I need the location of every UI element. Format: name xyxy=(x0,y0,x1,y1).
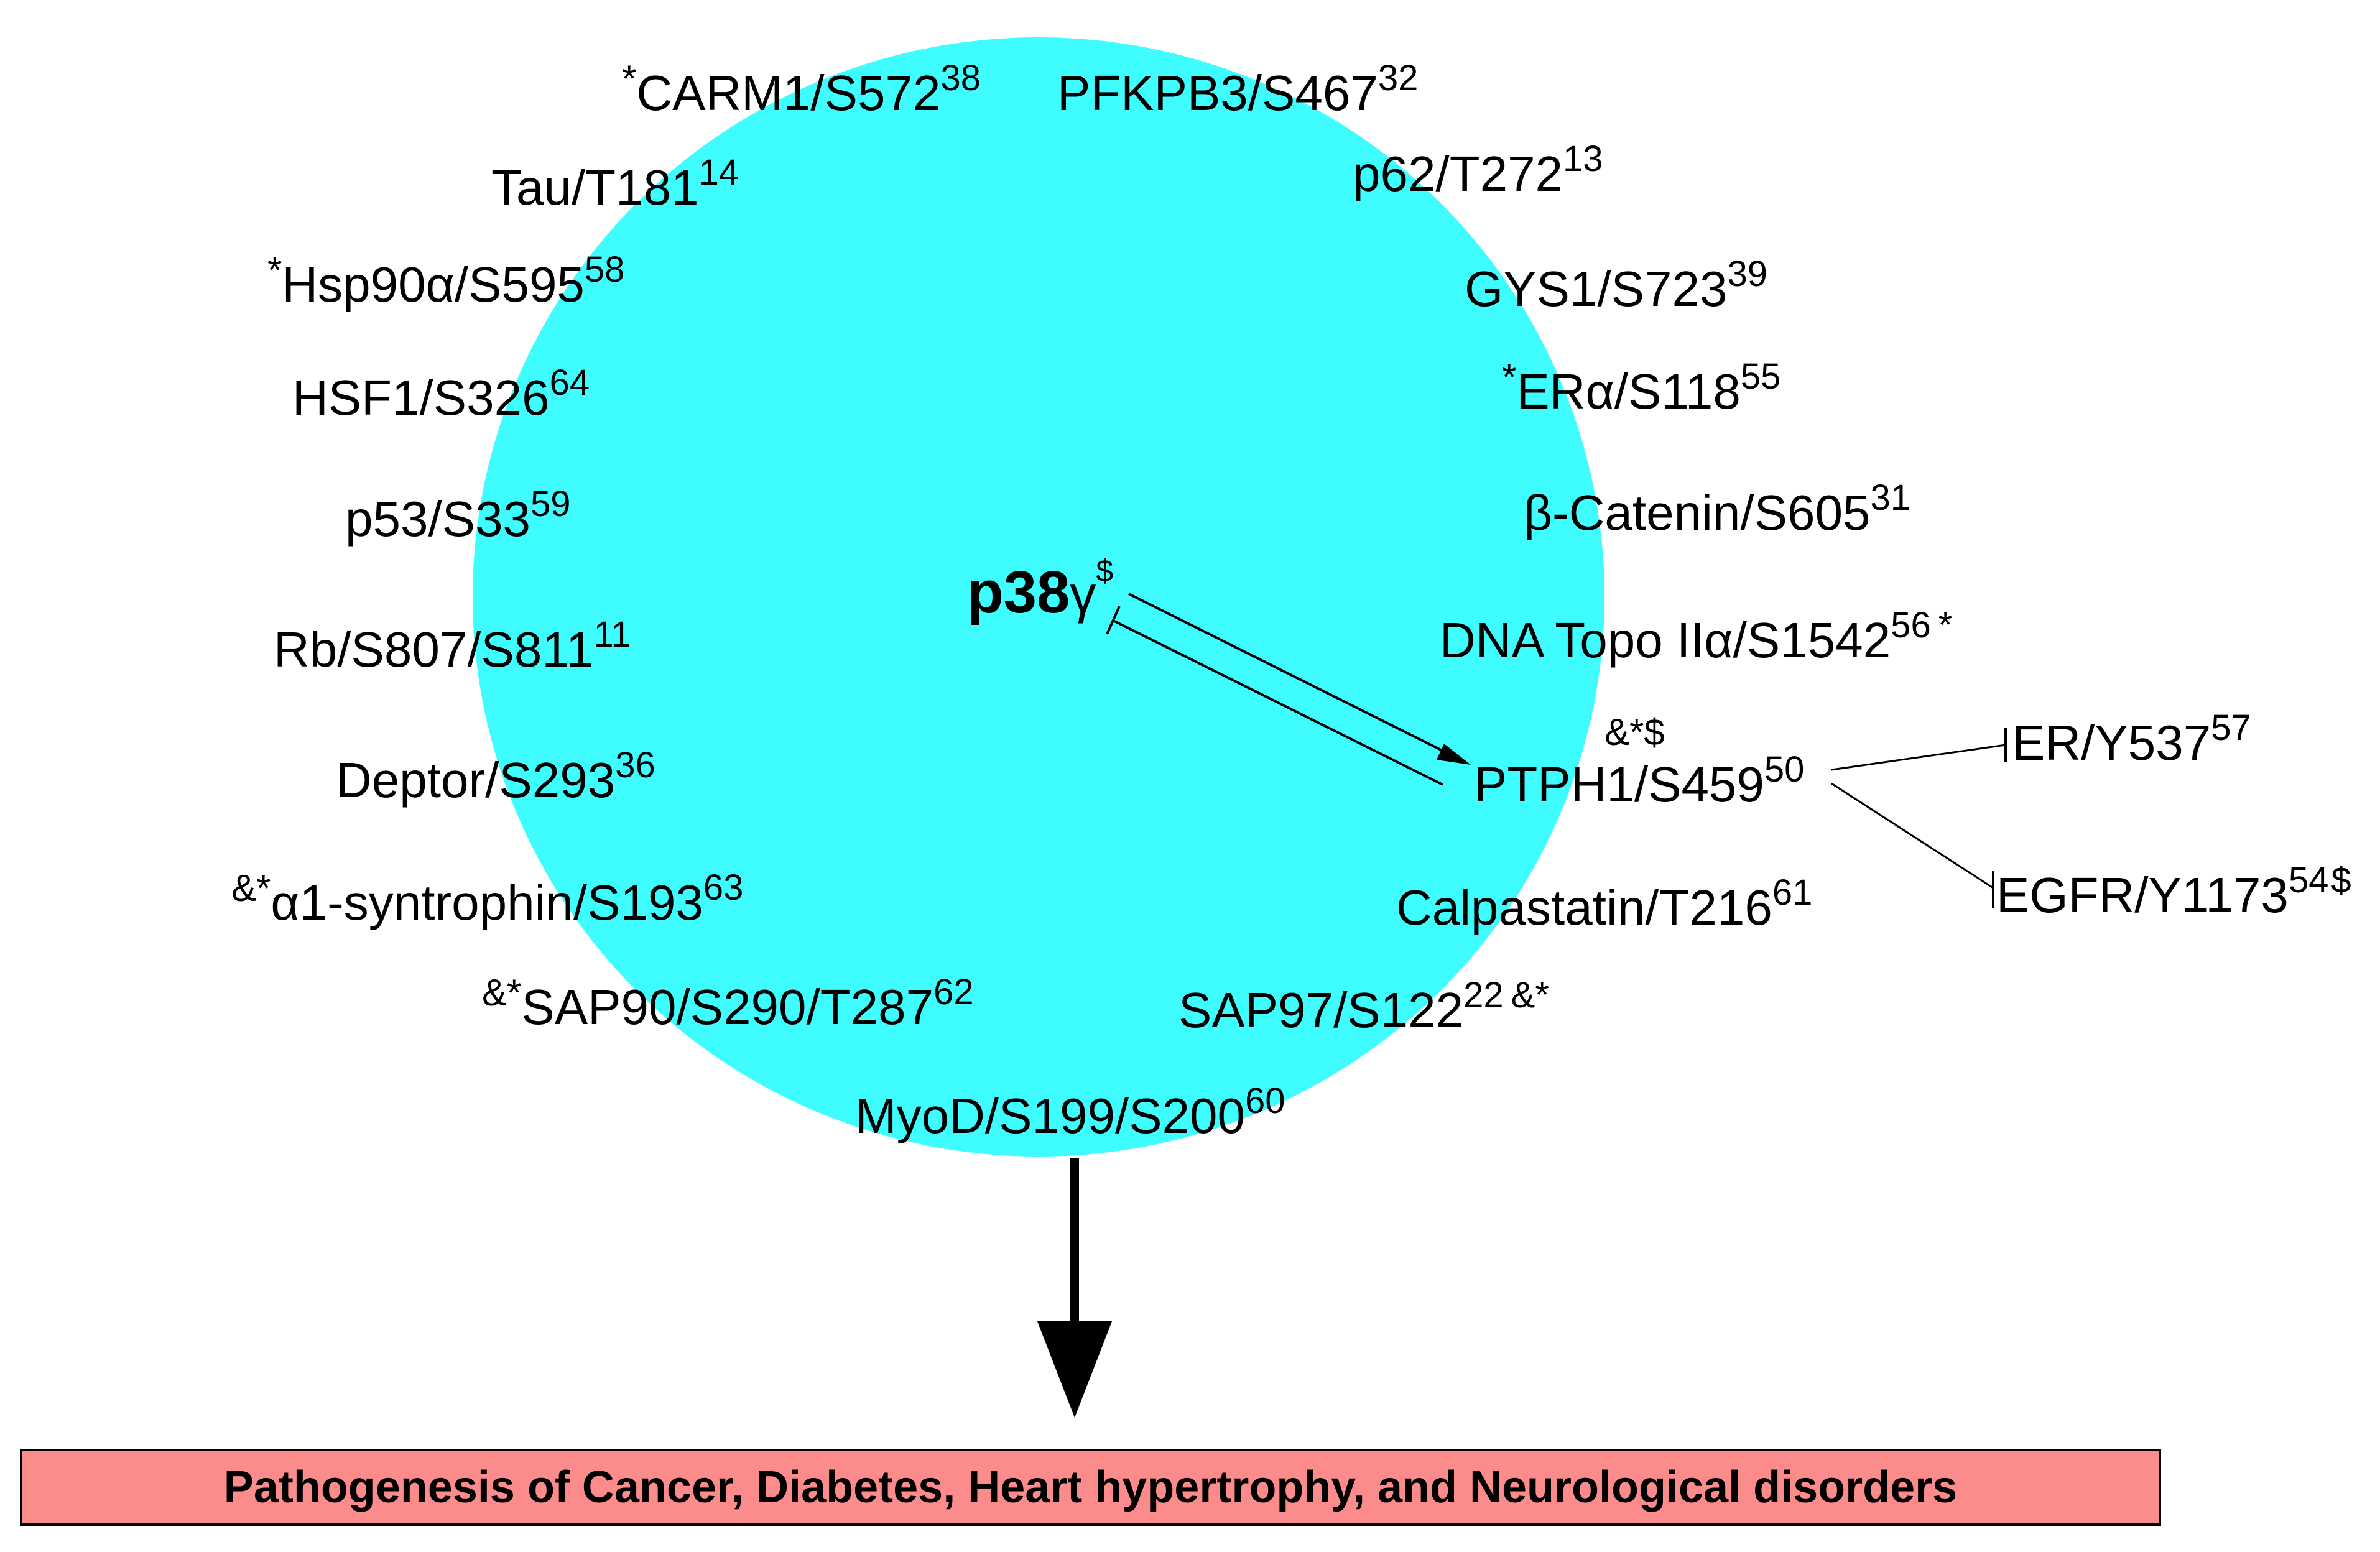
substrate-calpastatin: Calpastatin/T21661 xyxy=(1396,872,1813,935)
substrate-er-alpha: *ERα/S11855 xyxy=(1502,356,1781,419)
substrate-myod: MyoD/S199/S20060 xyxy=(855,1081,1285,1143)
inhibition-bar-p38 xyxy=(1106,606,1121,635)
substrate-beta-catenin: β-Catenin/S60531 xyxy=(1524,478,1910,540)
substrate-pfkpb3: PFKPB3/S46732 xyxy=(1057,58,1419,121)
ptph1-target-er: ER/Y53757 xyxy=(2012,708,2251,770)
substrate-hsf1: HSF1/S32664 xyxy=(292,363,590,425)
outcome-arrowhead xyxy=(1037,1321,1112,1418)
substrate-sap90: &*SAP90/S290/T28762 xyxy=(482,972,974,1035)
substrate-p53: p53/S3359 xyxy=(345,484,571,547)
substrate-p62: p62/T27213 xyxy=(1353,139,1603,201)
ptph1-marks: &*$ xyxy=(1604,711,1665,753)
ptph1-target-egfr: EGFR/Y117354$ xyxy=(1996,860,2351,923)
substrate-hsp90a: *Hsp90α/S59558 xyxy=(267,249,625,312)
substrate-rb: Rb/S807/S81111 xyxy=(274,614,631,677)
activation-arrow xyxy=(1128,593,1465,763)
substrate-ptph1: PTPH1/S45950 xyxy=(1474,749,1805,812)
inhibition-line-er xyxy=(1831,744,2006,771)
inhibition-line-to-p38 xyxy=(1113,619,1443,786)
outcome-box: Pathogenesis of Cancer, Diabetes, Heart … xyxy=(20,1449,2161,1526)
substrate-a1-syntrophin: &*α1-syntrophin/S19363 xyxy=(231,867,744,930)
substrate-dna-topo-2a: DNA Topo IIα/S154256* xyxy=(1440,605,1953,668)
p38-gamma-substrate-circle xyxy=(473,37,1604,1157)
substrate-gys1: GYS1/S72339 xyxy=(1465,254,1768,316)
outcome-text: Pathogenesis of Cancer, Diabetes, Heart … xyxy=(223,1462,1958,1512)
substrate-carm1: *CARM1/S57238 xyxy=(622,58,981,121)
substrate-sap97: SAP97/S12222&* xyxy=(1178,975,1549,1038)
substrate-tau: Tau/T18114 xyxy=(491,152,739,215)
p38-gamma-kinase: p38γ$ xyxy=(967,553,1114,626)
inhibition-line-egfr xyxy=(1831,782,1994,889)
activation-arrowhead xyxy=(1437,744,1471,765)
substrate-deptor: Deptor/S29336 xyxy=(336,745,655,808)
